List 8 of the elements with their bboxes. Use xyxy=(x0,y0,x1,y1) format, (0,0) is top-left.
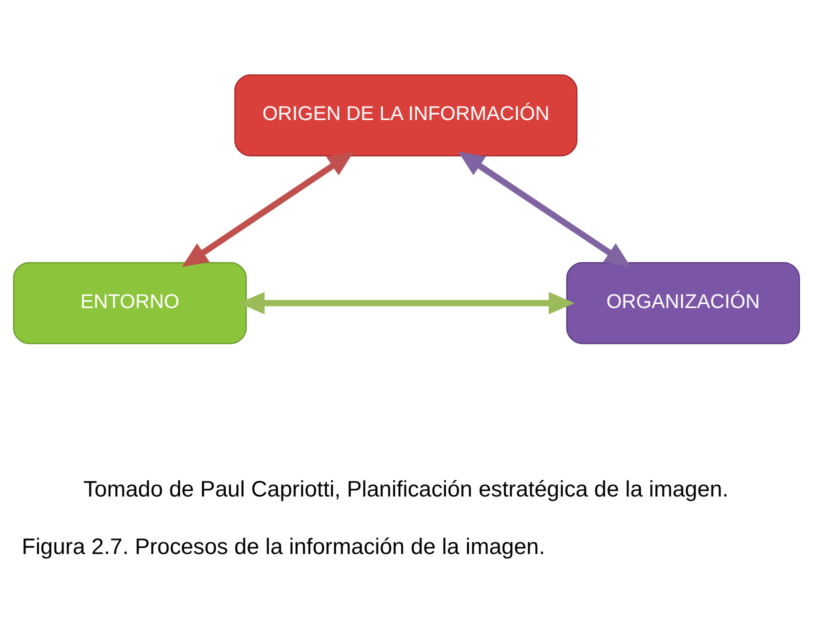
node-box: ORGANIZACIÓN xyxy=(566,262,800,344)
caption: Figura 2.7. Procesos de la información de la imagen. xyxy=(22,534,546,560)
arrow xyxy=(238,292,574,314)
node-box: ENTORNO xyxy=(13,262,247,344)
arrow xyxy=(458,152,631,267)
label: Tomado de Paul Capriotti, Planificación estratégica de la imagen. xyxy=(83,476,728,502)
node-box: ORIGEN DE LA INFORMACIÓN xyxy=(234,74,578,156)
arrow xyxy=(182,152,354,267)
